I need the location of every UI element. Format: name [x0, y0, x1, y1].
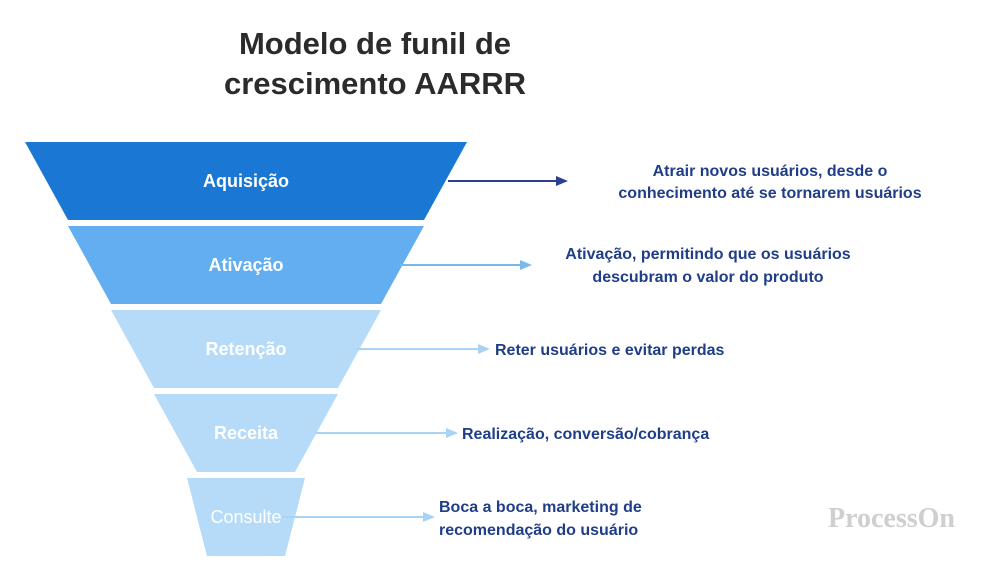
arrow-head-2	[520, 260, 532, 270]
arrow-head-3	[478, 344, 490, 354]
funnel-layer-label-2: Ativação	[208, 255, 283, 275]
stage-description-4-line-1: Realização, conversão/cobrança	[462, 426, 709, 443]
stage-description-5-line-1: Boca a boca, marketing de	[439, 499, 642, 516]
funnel-layer-1	[25, 142, 467, 220]
diagram-title: Modelo de funil de crescimento AARRR	[150, 24, 600, 104]
stage-description-1-line-2: conhecimento até se tornarem usuários	[618, 185, 921, 202]
funnel-arrows	[282, 176, 568, 522]
title-line-2: crescimento AARRR	[223, 66, 527, 101]
stage-description-5-line-2: recomendação do usuário	[439, 522, 638, 539]
arrow-head-4	[446, 428, 458, 438]
funnel-layer-label-5: Consulte	[210, 507, 281, 527]
funnel-layer-2	[68, 226, 424, 304]
title-line-1: Modelo de funil de	[238, 26, 512, 61]
stage-description-2-line-1: Ativação, permitindo que os usuários	[565, 246, 850, 263]
funnel-layer-3	[111, 310, 381, 388]
stage-description-2-line-2: descubram o valor do produto	[592, 269, 823, 286]
stage-description-1-line-1: Atrair novos usuários, desde o	[653, 163, 888, 180]
funnel-layer-4	[154, 394, 338, 472]
funnel-layer-5	[187, 478, 305, 556]
funnel-descriptions: Atrair novos usuários, desde o conhecimen…	[439, 163, 922, 539]
arrow-head-1	[556, 176, 568, 186]
funnel-layer-label-1: Aquisição	[203, 171, 289, 191]
funnel-layer-label-4: Receita	[214, 423, 279, 443]
stage-description-3-line-1: Reter usuários e evitar perdas	[495, 342, 725, 359]
arrow-head-5	[423, 512, 435, 522]
processon-watermark: ProcessOn	[827, 503, 955, 534]
funnel-layer-label-3: Retenção	[205, 339, 286, 359]
